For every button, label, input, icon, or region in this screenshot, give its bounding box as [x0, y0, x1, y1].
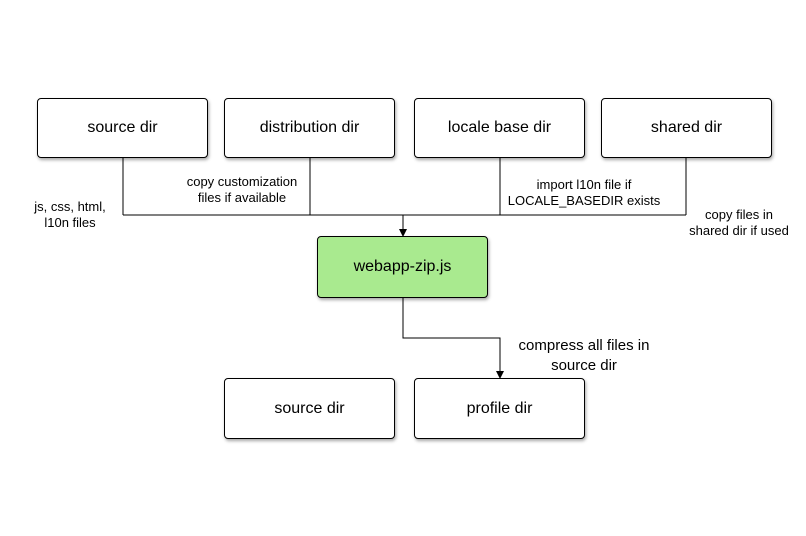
source-dir-bottom-node: source dir	[224, 378, 395, 439]
edge-label-l10n-import: import l10n file if LOCALE_BASEDIR exist…	[500, 177, 668, 209]
source-dir-bottom-label: source dir	[274, 399, 345, 417]
edge-label-customization-line-1: copy customization	[186, 174, 298, 189]
edge-label-customization-line-2: files if available	[197, 190, 287, 205]
edge-label-compress-line-2: source dir	[551, 357, 617, 374]
distribution-dir-node: distribution dir	[224, 98, 395, 158]
edge-label-compress-line-1: compress all files in	[518, 337, 650, 354]
edge-label-compress: compress all files in source dir	[508, 336, 660, 376]
edge-label-source-files: js, css, html, l10n files	[22, 199, 118, 231]
distribution-dir-label: distribution dir	[259, 119, 360, 136]
edge-label-l10n-import-line-1: import l10n file if	[536, 177, 632, 192]
arrow-to-profile-dir	[402, 298, 504, 379]
profile-dir-label: profile dir	[466, 399, 533, 417]
locale-base-dir-label: locale base dir	[447, 119, 552, 136]
edge-label-shared-copy: copy files in shared dir if used	[680, 207, 798, 239]
edge-label-source-files-line-2: l10n files	[44, 215, 96, 230]
source-dir-top-label: source dir	[87, 119, 158, 136]
shared-dir-node: shared dir	[601, 98, 772, 158]
edge-label-shared-copy-line-1: copy files in	[705, 207, 773, 222]
source-dir-top-node: source dir	[37, 98, 208, 158]
edge-label-source-files-line-1: js, css, html,	[34, 199, 106, 214]
edge-label-customization: copy customization files if available	[172, 174, 312, 206]
webapp-zip-node: webapp-zip.js	[317, 236, 488, 298]
shared-dir-label: shared dir	[650, 119, 723, 136]
edge-label-l10n-import-line-2: LOCALE_BASEDIR exists	[507, 193, 661, 208]
edge-label-shared-copy-line-2: shared dir if used	[689, 223, 789, 238]
locale-base-dir-node: locale base dir	[414, 98, 585, 158]
webapp-zip-label: webapp-zip.js	[353, 258, 452, 275]
profile-dir-node: profile dir	[414, 378, 585, 439]
